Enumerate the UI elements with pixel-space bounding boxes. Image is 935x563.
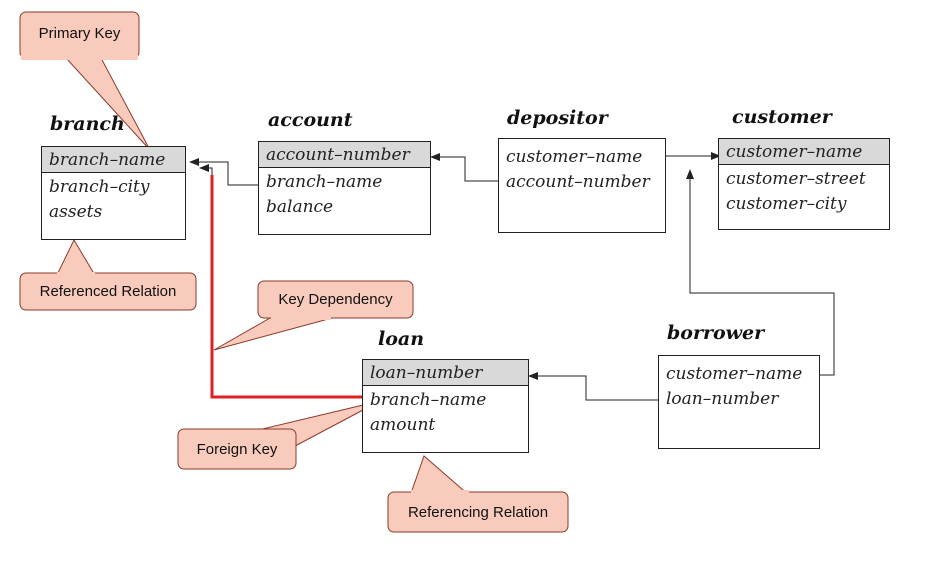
table-loan: loan–number branch–name amount <box>362 359 529 453</box>
callout-referenced-relation-tail <box>55 238 97 278</box>
attr-customer-street: customer–street <box>726 169 866 189</box>
link-depositor-to-account <box>430 153 498 182</box>
primary-key-customer: customer–name <box>719 139 889 165</box>
attr-customer-city: customer–city <box>726 194 847 214</box>
attr-assets: assets <box>49 202 103 222</box>
attr-branch-name: branch–name <box>370 390 487 410</box>
callout-key-dependency: Key Dependency <box>278 291 393 308</box>
table-borrower: customer–name loan–number <box>658 355 820 449</box>
attr-customer-name: customer–name <box>506 147 643 167</box>
table-account: account–number branch–name balance <box>258 141 431 235</box>
primary-key-account: account–number <box>259 142 430 168</box>
callout-key-dependency-tail <box>213 317 333 351</box>
callout-referenced-relation: Referenced Relation <box>39 283 177 300</box>
table-title-branch: branch <box>50 113 125 135</box>
table-title-borrower: borrower <box>667 322 765 344</box>
link-account-to-branch <box>189 158 258 186</box>
attr-account-number: account–number <box>506 172 650 192</box>
callout-primary-key-tail <box>64 57 151 151</box>
table-branch: branch–name branch–city assets <box>41 146 186 240</box>
attr-customer-name: customer–name <box>666 364 803 384</box>
attr-branch-city: branch–city <box>49 177 150 197</box>
table-title-depositor: depositor <box>507 107 608 129</box>
key-dependency-line <box>210 175 362 399</box>
link-borrower-to-loan <box>528 372 658 401</box>
table-depositor: customer–name account–number <box>498 138 666 233</box>
callout-referencing-relation-box <box>387 491 569 533</box>
table-customer: customer–name customer–street customer–c… <box>718 138 890 230</box>
primary-key-loan: loan–number <box>363 360 528 386</box>
callout-key-dependency-box <box>257 280 414 319</box>
attr-loan-number: loan–number <box>666 389 779 409</box>
attr-amount: amount <box>370 415 436 435</box>
callout-referenced-relation-box <box>19 272 197 311</box>
attr-branch-name: branch–name <box>266 172 383 192</box>
primary-key-branch: branch–name <box>42 147 185 173</box>
table-title-account: account <box>268 109 353 131</box>
callout-primary-key: Primary Key <box>38 24 121 42</box>
link-borrower-to-customer <box>686 169 835 376</box>
table-title-loan: loan <box>378 328 425 350</box>
callout-foreign-key: Foreign Key <box>196 440 278 458</box>
attr-balance: balance <box>266 197 334 217</box>
table-title-customer: customer <box>732 106 832 128</box>
callout-referencing-relation: Referencing Relation <box>407 503 549 521</box>
